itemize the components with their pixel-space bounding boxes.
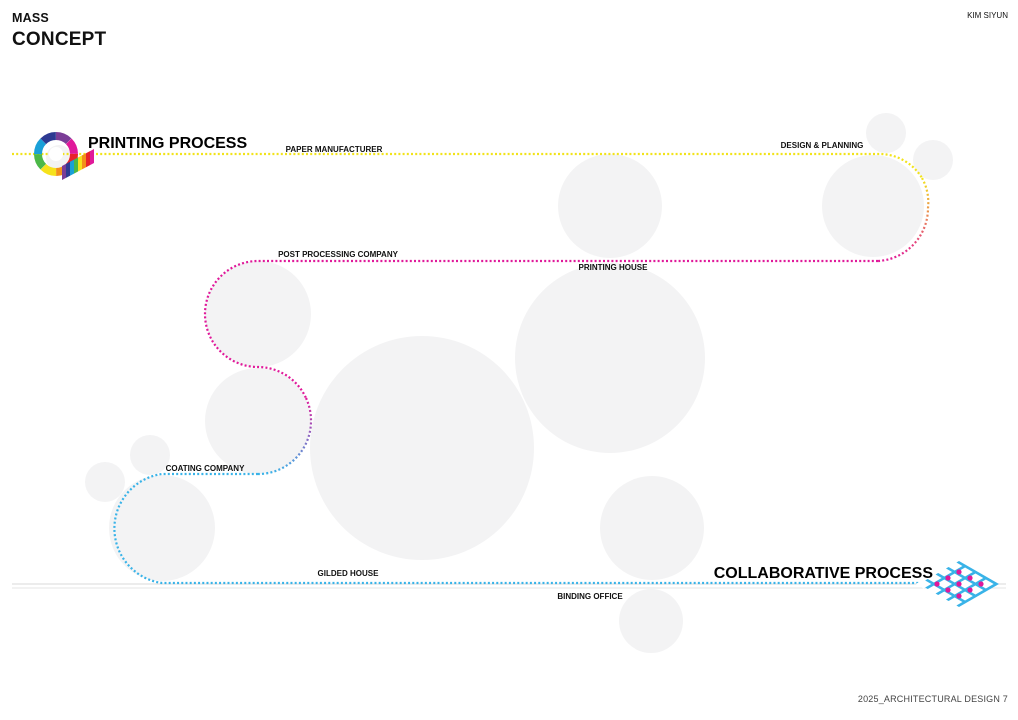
mass-circle — [913, 140, 953, 180]
mass-circle — [866, 113, 906, 153]
station-label: COATING COMPANY — [166, 464, 245, 473]
station-label: PRINTING HOUSE — [579, 263, 649, 272]
start-label: PRINTING PROCESS — [88, 135, 247, 152]
mass-circle — [558, 154, 662, 258]
mass-circle — [822, 155, 924, 257]
page-title: CONCEPT — [12, 29, 107, 50]
station-label: BINDING OFFICE — [557, 592, 623, 601]
route-blue — [113, 472, 930, 585]
mass-circles — [46, 113, 953, 653]
process-route — [12, 152, 930, 585]
route-yellow-magenta — [877, 177, 930, 263]
route-magenta-blue — [257, 397, 313, 476]
mass-circle — [310, 336, 534, 560]
station-label: DESIGN & PLANNING — [781, 141, 864, 150]
mass-circle — [600, 476, 704, 580]
end-label: COLLABORATIVE PROCESS — [714, 565, 934, 582]
mass-circle — [85, 462, 125, 502]
color-swatch-icon — [62, 148, 94, 180]
mass-circle — [515, 263, 705, 453]
mass-circle — [619, 589, 683, 653]
route-yellow — [12, 152, 923, 179]
course-footer: 2025_ARCHITECTURAL DESIGN 7 — [857, 694, 1008, 704]
mass-circle — [109, 475, 215, 581]
mass-circle — [205, 261, 311, 367]
page-kicker: MASS — [12, 11, 49, 25]
station-label: GILDED HOUSE — [318, 569, 380, 578]
route-magenta — [203, 259, 878, 399]
author-name: KIM SIYUN — [967, 11, 1008, 20]
grid-tile-icon — [915, 561, 999, 607]
mass-circle — [205, 368, 311, 474]
station-label: POST PROCESSING COMPANY — [278, 250, 399, 259]
station-label: PAPER MANUFACTURER — [286, 145, 383, 154]
mass-circle — [130, 435, 170, 475]
